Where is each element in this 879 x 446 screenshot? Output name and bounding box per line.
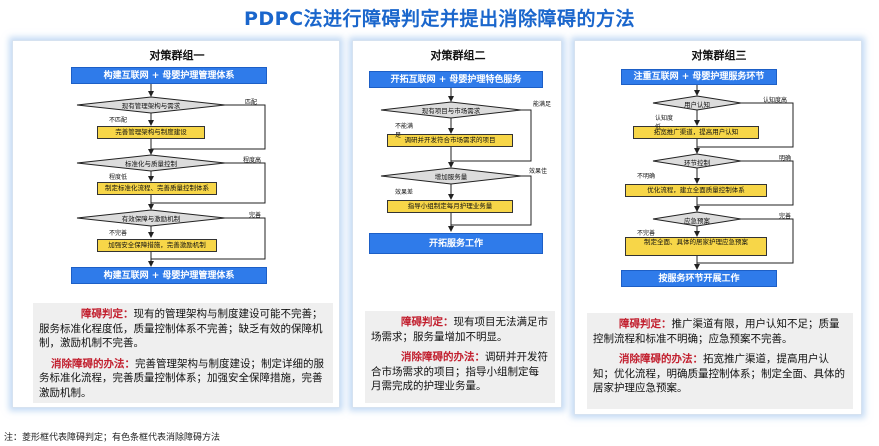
solution-text: 完善管理架构与制度建设；制定详细的服务标准化流程，完善质量控制体系；加强安全保障… <box>39 357 324 399</box>
action-box: 指导小组制定每月护理业务量 <box>387 200 513 213</box>
analysis-textbox: 障碍判定：现有项目无法满足市场需求；服务量增加不明显。 消除障碍的办法：调研并开… <box>365 311 555 403</box>
bottom-goal-box: 构建互联网 + 母婴护理管理体系 <box>71 267 267 284</box>
solution-label: 消除障碍的办法： <box>51 357 135 370</box>
pdpc-flowchart-1 <box>13 41 341 341</box>
pdpc-flowchart-3 <box>575 41 863 291</box>
action-box: 拓宽推广渠道，提高用户认知 <box>633 126 759 139</box>
top-goal-box: 构建互联网 + 母婴护理管理体系 <box>71 67 267 84</box>
solution-label: 消除障碍的办法： <box>401 351 485 363</box>
page-title: PDPC法进行障碍判定并提出消除障碍的方法 <box>243 8 636 30</box>
solution-text: 调研并开发符合市场需求的项目；指导小组制定每月需完成的护理业务量。 <box>371 351 548 392</box>
branch-label: 程度高 <box>243 157 262 164</box>
strategy-group-2-panel: 对策群组二 开拓互联网 + 母婴护理特色服务 现有项目与市场需求 调研并开发符合… <box>352 40 562 408</box>
analysis-textbox: 障碍判定：推广渠道有限，用户认知不足；质量控制流程和标准不明确；应急预案不完善。… <box>587 313 853 409</box>
branch-label: 完善 <box>779 213 792 220</box>
action-box: 加强安全保障措施，完善激励机制 <box>97 239 217 252</box>
obstacle-text: 推广渠道有限，用户认知不足；质量控制流程和标准不明确；应急预案不完善。 <box>593 318 840 345</box>
analysis-textbox: 障碍判定：现有的管理架构与制度建设可能不完善；服务标准化程度低，质量控制体系不完… <box>33 303 333 403</box>
obstacle-text: 现有项目无法满足市场需求；服务量增加不明显。 <box>371 316 548 343</box>
branch-label: 效果差 <box>395 189 414 196</box>
action-box: 优化流程，建立全面质量控制体系 <box>625 184 767 197</box>
branch-label: 认知度高 <box>763 97 788 104</box>
branch-label: 不匹配 <box>109 117 128 124</box>
branch-label: 效果佳 <box>529 168 548 175</box>
obstacle-label: 障碍判定： <box>81 308 134 320</box>
decision-label: 环节控制 <box>684 159 710 167</box>
obstacle-label: 障碍判定： <box>619 318 672 330</box>
branch-label: 认知度低 <box>655 115 674 131</box>
action-box: 调研并开发符合市场需求的项目 <box>387 134 513 147</box>
top-goal-box: 注重互联网 + 母婴护理服务环节 <box>621 69 777 85</box>
branch-label: 能满足 <box>533 101 552 108</box>
branch-label: 匹配 <box>245 99 258 106</box>
branch-label: 程度低 <box>109 174 128 181</box>
decision-label: 增加服务量 <box>434 173 468 181</box>
group-title: 对策群组二 <box>430 49 486 62</box>
decision-label: 应急预案 <box>684 217 710 225</box>
branch-label: 不完善 <box>109 230 128 237</box>
decision-label: 现有项目与市场需求 <box>421 107 481 115</box>
bottom-goal-box: 开拓服务工作 <box>369 233 543 254</box>
action-box: 完善管理架构与制度建设 <box>97 126 205 139</box>
branch-label: 明确 <box>779 155 792 162</box>
pdpc-flowchart-2 <box>353 41 563 271</box>
branch-label: 不完善 <box>637 230 656 237</box>
group-title: 对策群组一 <box>149 49 205 62</box>
decision-label: 现有管理架构与需求 <box>121 102 181 110</box>
action-box: 制定全面、具体的居家护理应急预案 <box>625 237 767 256</box>
decision-label: 标准化与质量控制 <box>125 160 177 168</box>
solution-text: 拓宽推广渠道，提高用户认知；优化流程，明确质量控制体系；制定全面、具体的居家护理… <box>593 353 845 394</box>
branch-label: 不明确 <box>637 173 656 180</box>
obstacle-label: 障碍判定： <box>401 316 454 328</box>
footnote: 注：菱形框代表障碍判定；有色条框代表消除障碍方法 <box>4 433 221 443</box>
strategy-group-3-panel: 对策群组三 注重互联网 + 母婴护理服务环节 用户认 <box>574 40 862 415</box>
strategy-group-1-panel: 对策群组一 构建互联网 + 母婴护理管 <box>12 40 340 408</box>
top-goal-box: 开拓互联网 + 母婴护理特色服务 <box>369 71 543 88</box>
decision-label: 用户认知 <box>684 101 710 109</box>
branch-label: 完善 <box>249 212 262 219</box>
group-title: 对策群组三 <box>691 49 747 62</box>
decision-label: 有效保障与激励机制 <box>121 215 181 223</box>
bottom-goal-box: 按服务环节开展工作 <box>621 270 777 287</box>
solution-label: 消除障碍的办法： <box>619 353 703 365</box>
obstacle-text: 现有的管理架构与制度建设可能不完善；服务标准化程度低，质量控制体系不完善；缺乏有… <box>39 308 323 349</box>
branch-label: 不能满足 <box>395 123 414 139</box>
action-box: 制定标准化流程、完善质量控制体系 <box>97 182 217 195</box>
